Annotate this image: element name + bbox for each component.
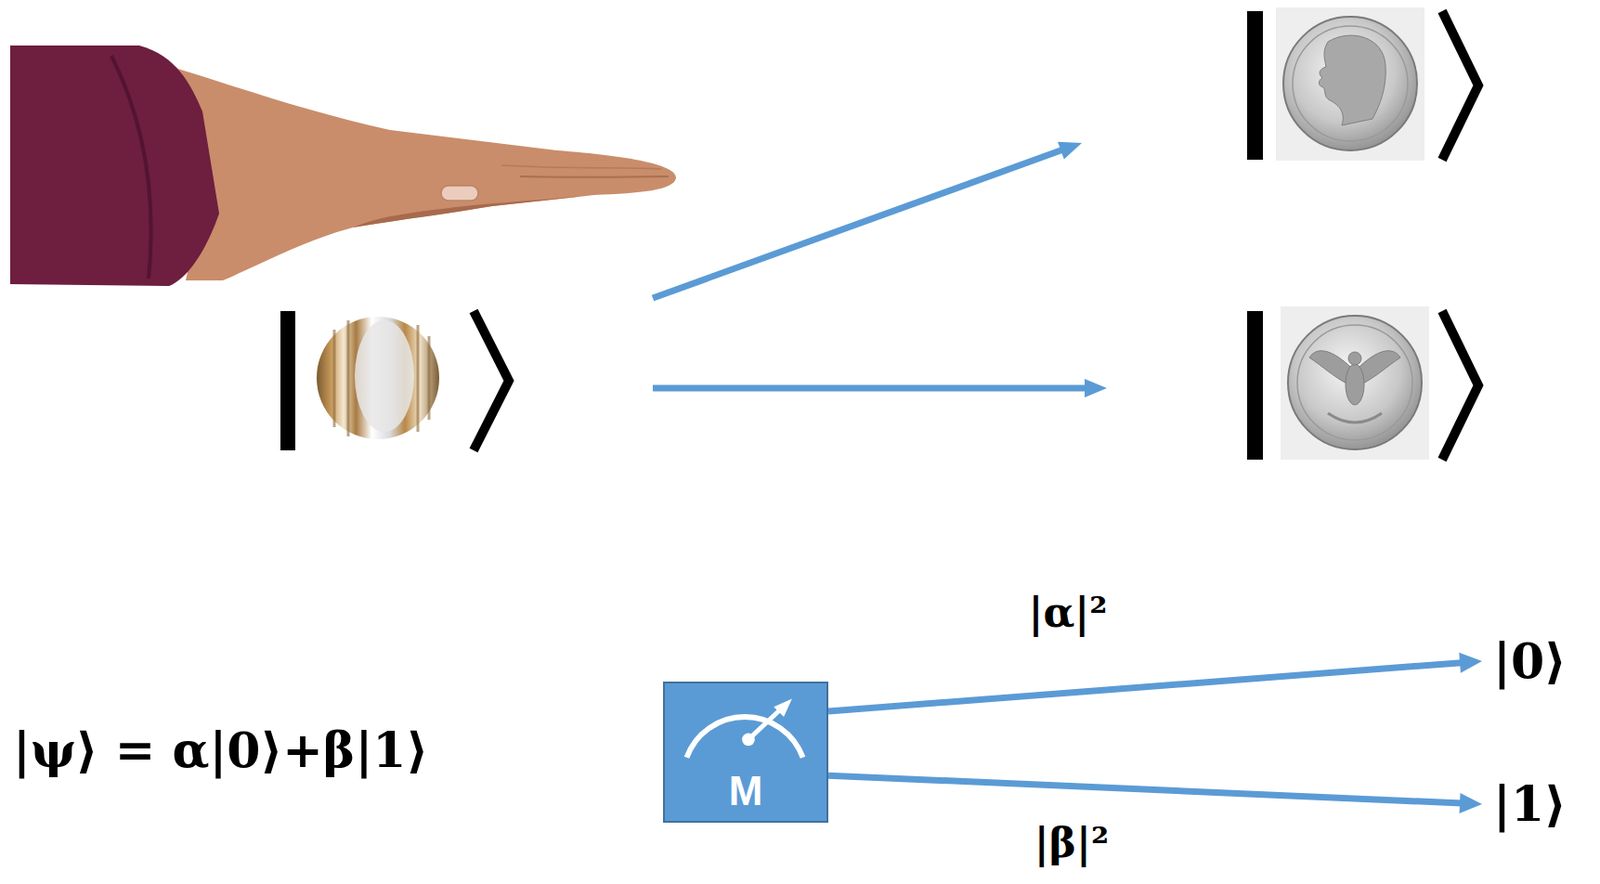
basis-state: |1⟩ (1482, 774, 1571, 834)
probability-label: |α|² (1027, 590, 1107, 636)
thumb-nail (441, 185, 479, 201)
basis-state: |0⟩ (1482, 631, 1571, 691)
sleeve-fold (111, 55, 152, 279)
tails-coin (1287, 315, 1422, 450)
spinning-coin-ket (280, 311, 509, 451)
sleeve (10, 45, 220, 287)
arrow-head (1459, 793, 1483, 814)
eagle-body (1345, 364, 1365, 405)
outcome-arrow (652, 378, 1107, 398)
ket-angle (473, 311, 509, 451)
meter-needle-tip (773, 699, 793, 717)
finger-line (501, 165, 662, 170)
outcome-arrow (652, 142, 1082, 299)
spinning-coin (316, 316, 440, 440)
arrow-head (1458, 652, 1483, 674)
meter-arc (686, 716, 803, 758)
heads-coin (1283, 16, 1418, 151)
coin-face (354, 320, 415, 432)
hand (10, 45, 677, 287)
measurement-box: M (663, 681, 829, 823)
ket-bar (280, 311, 296, 451)
probability-arrow (828, 652, 1483, 712)
probability-label: |β|² (1034, 820, 1110, 866)
state-equation: |ψ⟩ = α|0⟩+β|1⟩ (13, 722, 429, 779)
ket-angle (1442, 11, 1479, 160)
heads-coin-ket (1247, 7, 1479, 161)
eagle-branch (1327, 413, 1382, 423)
coin-photo-ground (1280, 306, 1430, 460)
hand-skin (171, 66, 677, 281)
coin-rim (1297, 325, 1413, 441)
arrow-shaft (828, 775, 1462, 804)
ket-bar (1247, 11, 1263, 160)
arrow-shaft (652, 149, 1064, 299)
meter-label: M (728, 767, 764, 816)
meter-needle (748, 710, 780, 740)
probability-arrow (828, 775, 1483, 814)
coin-photo-ground (1275, 7, 1425, 161)
finger-line (520, 175, 669, 179)
arrow-shaft (652, 385, 1087, 392)
eagle-head (1348, 351, 1362, 365)
tails-coin-ket (1247, 306, 1479, 460)
arrow-head (1057, 142, 1082, 160)
ket-label: |0⟩ (1493, 633, 1567, 690)
ket-label: |1⟩ (1493, 776, 1567, 833)
arrow-head (1084, 378, 1107, 398)
coin-blur (334, 320, 430, 437)
meter-pivot (741, 733, 755, 747)
coin-rim (1292, 26, 1408, 142)
ket-bar (1247, 311, 1263, 460)
ket-angle (1442, 311, 1479, 460)
coin-profile (1318, 35, 1386, 126)
arrow-shaft (828, 663, 1462, 712)
